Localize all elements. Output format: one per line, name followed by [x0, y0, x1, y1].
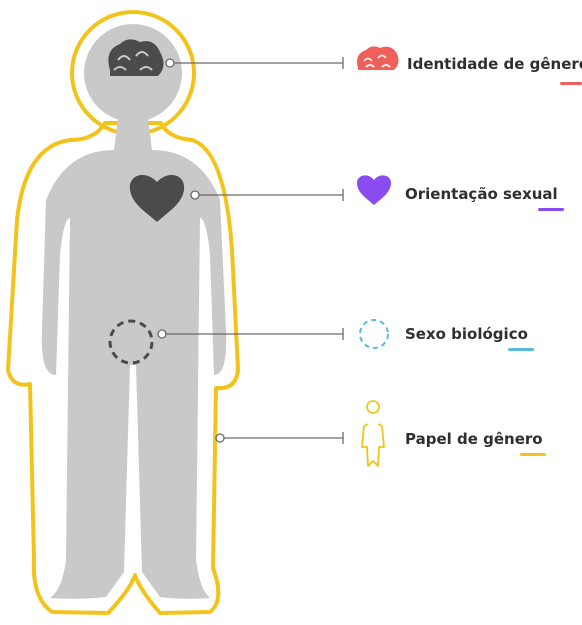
identity-label: Identidade de gênero — [407, 55, 582, 73]
orientation-label: Orientação sexual — [405, 185, 558, 203]
orientation-underline — [538, 208, 564, 211]
connector-role — [216, 432, 343, 444]
dashed-circle-icon — [360, 320, 388, 348]
body-silhouette — [42, 24, 226, 599]
role-underline — [520, 453, 546, 456]
person-outline-icon — [362, 401, 384, 466]
role-label: Papel de gênero — [405, 430, 543, 448]
sex-label: Sexo biológico — [405, 325, 528, 343]
identity-underline — [560, 82, 582, 85]
brain-icon — [357, 46, 399, 70]
sex-underline — [508, 348, 534, 351]
heart-icon — [357, 175, 391, 205]
